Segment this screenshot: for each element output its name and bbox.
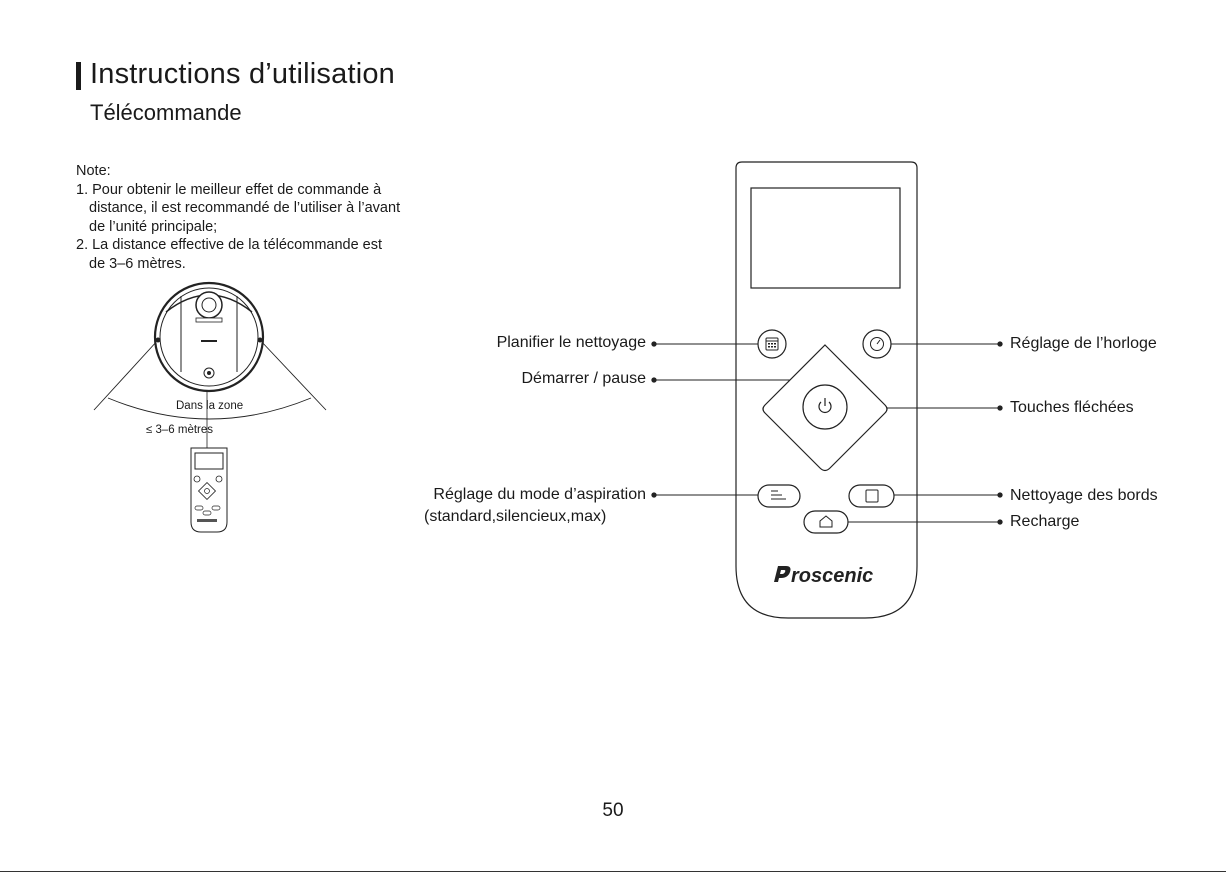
note-heading: Note: — [76, 163, 111, 179]
calendar-icon — [765, 337, 779, 351]
page-number: 50 — [602, 800, 624, 821]
note-line: de l’unité principale; — [89, 218, 218, 235]
clock-icon — [870, 337, 884, 351]
power-button — [802, 384, 848, 430]
note-line: 2. La distance effective de la télécomma… — [76, 237, 383, 254]
mini-remote-icon — [190, 447, 228, 533]
callout-suction-mode: Réglage du mode d’aspiration — [433, 486, 646, 503]
edge-clean-icon — [865, 489, 879, 503]
callout-start-pause: Démarrer / pause — [521, 370, 647, 387]
range-distance-label: ≤ 3–6 mètres — [146, 424, 214, 436]
note-block: Note: 1. Pour obtenir le meilleur effet … — [76, 162, 400, 274]
range-zone-label: Dans la zone — [176, 400, 244, 412]
home-button — [803, 510, 849, 534]
footer-divider — [0, 871, 1226, 872]
note-line: de 3–6 mètres. — [89, 255, 186, 272]
suction-mode-icon — [771, 490, 786, 500]
proscenic-logo: roscenic — [774, 565, 873, 587]
page-title: Instructions d’utilisation — [90, 58, 396, 90]
schedule-button — [757, 329, 787, 359]
callout-clock: Réglage de l’horloge — [1010, 335, 1157, 352]
clock-button — [862, 329, 892, 359]
note-line: distance, il est recommandé de l’utilise… — [89, 200, 401, 217]
robot-vacuum-icon — [153, 281, 265, 393]
home-icon — [819, 515, 833, 528]
callout-edge-cleaning: Nettoyage des bords — [1010, 487, 1158, 504]
callout-recharge: Recharge — [1010, 513, 1080, 530]
svg-text:roscenic: roscenic — [791, 565, 873, 587]
range-line-right — [259, 339, 327, 411]
note-line: 1. Pour obtenir le meilleur effet de com… — [76, 181, 382, 198]
page-subtitle: Télécommande — [90, 100, 242, 125]
edge-clean-button — [848, 484, 895, 508]
title-accent-bar — [76, 62, 81, 90]
callout-arrows: Touches fléchées — [1010, 399, 1134, 416]
range-arc — [107, 397, 312, 420]
remote-screen — [750, 187, 901, 289]
power-icon — [818, 398, 832, 413]
range-line-left — [93, 339, 159, 411]
callout-suction-mode-detail: (standard,silencieux,max) — [424, 508, 607, 525]
suction-mode-button — [757, 484, 801, 508]
callout-schedule: Planifier le nettoyage — [496, 334, 646, 351]
